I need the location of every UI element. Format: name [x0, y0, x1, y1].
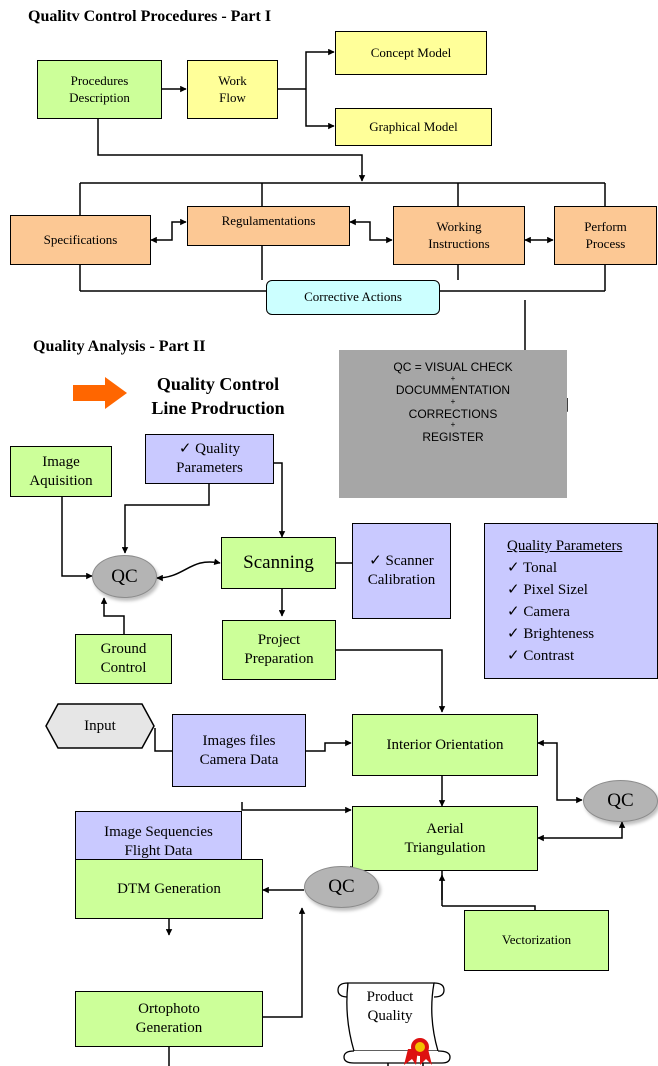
specifications-box: Specifications	[10, 215, 151, 265]
procedures-description-line2: Description	[69, 89, 130, 105]
quality-parameters-line2: Parameters	[176, 460, 243, 476]
scanning-box: Scanning	[221, 537, 336, 589]
qc-definition-box: QC = VISUAL CHECK + DOCUMMENTATION + COR…	[339, 350, 567, 498]
project-preparation-line2: Preparation	[244, 651, 314, 667]
product-quality-line2: Quality	[367, 1008, 413, 1024]
graphical-model-box: Graphical Model	[335, 108, 492, 146]
ortophoto-generation-line2: Generation	[135, 1020, 203, 1036]
images-files-line2: Camera Data	[199, 751, 279, 768]
concept-model-box: Concept Model	[335, 31, 487, 75]
scanner-calibration-line1: ✓ Scanner	[369, 553, 434, 570]
qc-node-right: QC	[583, 780, 658, 822]
qc-node-scanning-label: QC	[111, 565, 138, 587]
product-quality-line1: Product	[366, 989, 414, 1005]
aerial-triangulation-line1: Aerial	[426, 820, 464, 837]
interior-orientation-box: Interior Orientation	[352, 714, 538, 776]
qc-def-line3: CORRECTIONS	[408, 406, 498, 421]
orange-arrow-icon	[73, 377, 127, 409]
input-hexagon-shape	[45, 703, 155, 749]
qc-def-plus2: +	[450, 397, 456, 407]
param-pixel-size: ✓ Pixel Sizel	[507, 582, 588, 598]
graphical-model-label: Graphical Model	[369, 118, 458, 134]
interior-orientation-label: Interior Orientation	[386, 736, 504, 753]
image-aquisition-line2: Aquisition	[29, 472, 93, 489]
images-files-line1: Images files	[202, 732, 276, 749]
specifications-label: Specifications	[43, 231, 118, 247]
corrective-actions-box: Corrective Actions	[266, 280, 440, 315]
quality-parameters-line1: ✓ Quality	[178, 441, 241, 458]
image-aquisition-line1: Image	[42, 453, 80, 470]
work-flow-line1: Work	[218, 73, 247, 89]
procedures-description-line1: Procedures	[70, 73, 129, 89]
vectorization-box: Vectorization	[464, 910, 609, 971]
part2-title: Quality Analysis - Part II	[33, 338, 206, 355]
qc-def-plus3: +	[450, 420, 456, 430]
scroll-certificate-icon	[337, 982, 451, 1065]
qc-node-right-label: QC	[607, 790, 634, 811]
qc-node-scanning: QC	[92, 555, 157, 598]
regulamentations-label: Regulamentations	[221, 213, 316, 228]
work-flow-line2: Flow	[219, 89, 246, 105]
qc-node-lower-label: QC	[328, 876, 355, 897]
param-brightness: ✓ Brighteness	[507, 626, 595, 642]
dtm-generation-label: DTM Generation	[117, 880, 221, 897]
perform-process-line1: Perform	[584, 219, 627, 235]
quality-parameters-list-box: Quality Parameters ✓ Tonal ✓ Pixel Sizel…	[484, 523, 658, 679]
regulamentations-box: Regulamentations	[187, 206, 350, 246]
aerial-triangulation-line2: Triangulation	[404, 839, 486, 856]
scanner-calibration-line2: Calibration	[367, 572, 436, 588]
param-camera: ✓ Camera	[507, 604, 570, 620]
corrective-actions-label: Corrective Actions	[304, 289, 402, 305]
image-sequencies-line2: Flight Data	[124, 842, 193, 859]
product-quality-scroll: Product Quality	[334, 975, 456, 1065]
ground-control-line2: Control	[100, 660, 147, 676]
scanning-label: Scanning	[243, 552, 314, 574]
working-instructions-line1: Working	[436, 219, 482, 235]
banner-line1: Quality Control	[156, 374, 280, 394]
param-contrast: ✓ Contrast	[507, 648, 575, 664]
banner-line2: Line Prodruction	[151, 398, 285, 418]
qc-line-production-banner: Quality Control Line Prodruction	[133, 372, 303, 420]
input-node: Input	[45, 703, 155, 749]
qc-def-plus1: +	[450, 373, 456, 383]
image-sequencies-line1: Image Sequencies	[104, 823, 213, 840]
input-label: Input	[84, 717, 116, 734]
product-quality-label: Product Quality	[340, 988, 440, 1026]
part1-title: Qualitv Control Procedures - Part I	[28, 8, 272, 25]
quality-parameters-list-title: Quality Parameters	[507, 538, 623, 554]
ortophoto-generation-line1: Ortophoto	[138, 1001, 200, 1018]
ground-control-line1: Ground	[100, 641, 147, 658]
qc-def-line2: DOCUMMENTATION	[395, 383, 511, 398]
dtm-generation-box: DTM Generation	[75, 859, 263, 919]
qc-def-line1: QC = VISUAL CHECK	[393, 360, 513, 374]
qc-def-line4: REGISTER	[422, 430, 484, 445]
qc-node-lower: QC	[304, 866, 379, 908]
project-preparation-line1: Project	[257, 632, 301, 649]
perform-process-line2: Process	[585, 235, 626, 251]
vectorization-label: Vectorization	[501, 932, 572, 948]
concept-model-label: Concept Model	[370, 44, 452, 60]
working-instructions-line2: Instructions	[428, 235, 490, 251]
param-tonal: ✓ Tonal	[507, 560, 557, 576]
